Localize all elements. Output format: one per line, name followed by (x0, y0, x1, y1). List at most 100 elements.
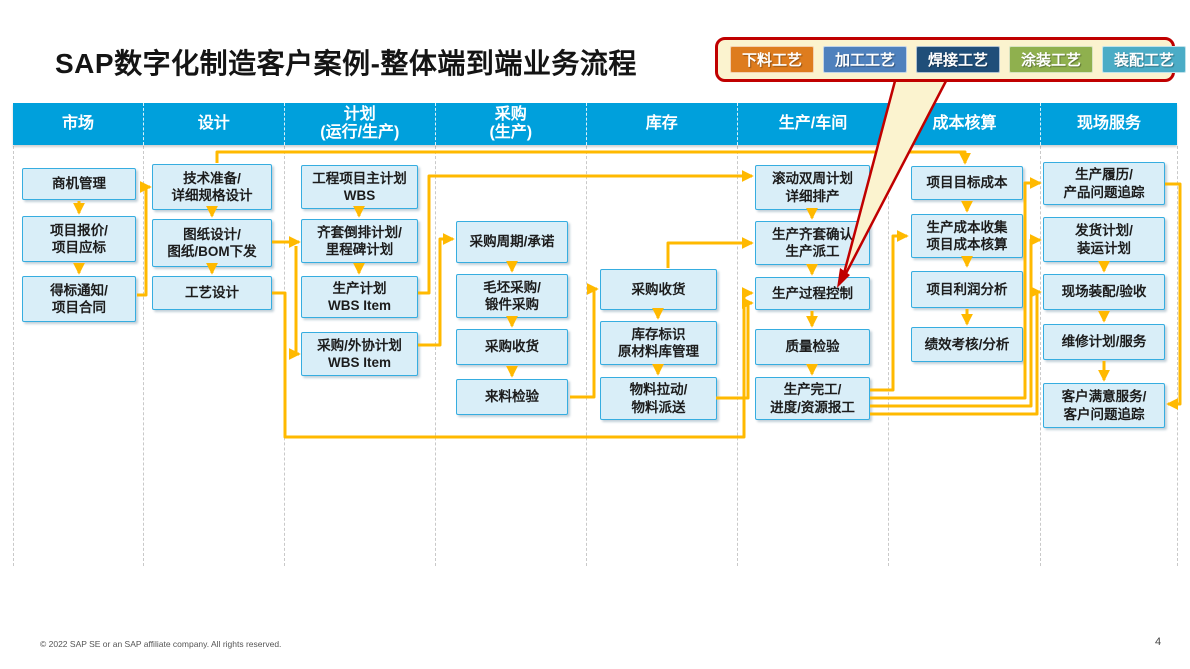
process-tag-label: 加工工艺 (834, 52, 895, 69)
process-box-label: 商机管理 (52, 176, 106, 192)
column-separator (1040, 146, 1041, 566)
process-box-label: 生产履历/ (1075, 167, 1133, 183)
flow-arrow (716, 297, 754, 400)
column-header: 设计 (143, 103, 284, 145)
column-header: 成本核算 (888, 103, 1040, 145)
column-header-label: (生产) (489, 124, 533, 141)
process-box-label: 生产完工/ (783, 382, 842, 398)
process-box-label: 库存标识 (631, 326, 686, 342)
process-box: 维修计划/服务 (1043, 324, 1165, 360)
process-box: 项目目标成本 (911, 166, 1023, 200)
column-header-label: 设计 (197, 115, 230, 133)
column-header-label: (运行/生产) (320, 124, 400, 141)
process-tag-label: 涂装工艺 (1020, 52, 1081, 69)
flow-arrow (288, 246, 301, 360)
process-box: 生产过程控制 (755, 277, 870, 310)
process-box-label: 项目报价/ (50, 222, 108, 238)
process-box-label: 产品问题追踪 (1063, 184, 1145, 200)
page-title: SAP数字化制造客户案例-整体端到端业务流程 (55, 48, 637, 79)
column-header: 市场 (13, 103, 143, 145)
column-header-label: 成本核算 (932, 115, 997, 133)
process-box: 质量检验 (755, 329, 870, 365)
process-box-label: 项目目标成本 (926, 175, 1008, 191)
process-tag: 下料工艺 (730, 46, 814, 73)
column-header: 生产/车间 (737, 103, 888, 145)
process-box-label: 图纸设计/ (183, 226, 241, 242)
process-box-label: 滚动双周计划 (772, 171, 853, 187)
process-box: 生产成本收集项目成本核算 (911, 214, 1023, 258)
flow-arrow (870, 234, 1042, 408)
column-header-label: 采购 (494, 106, 527, 124)
process-tag-label: 焊接工艺 (927, 52, 988, 69)
process-tag-label: 下料工艺 (741, 52, 802, 69)
process-box: 得标通知/项目合同 (22, 276, 136, 322)
process-box-label: 技术准备/ (183, 170, 241, 186)
process-tag: 焊接工艺 (916, 46, 1000, 73)
column-separator (585, 146, 587, 566)
process-box: 客户满意服务/客户问题追踪 (1043, 383, 1165, 428)
process-box-label: 客户问题追踪 (1063, 406, 1145, 422)
process-box-label: 生产过程控制 (772, 285, 853, 301)
column-header: 计划(运行/生产) (283, 103, 435, 145)
process-box: 来料检验 (456, 379, 568, 415)
process-box: 工程项目主计划 WBS (301, 165, 418, 209)
process-box-label: 项目成本核算 (926, 237, 1008, 252)
process-box-label: 原材料库管理 (618, 344, 699, 359)
process-box-label: 质量检验 (785, 339, 840, 355)
process-box-label: 工程项目主计划 (312, 170, 407, 186)
process-box-label: 采购周期/承诺 (469, 234, 555, 250)
process-box-label: WBS (343, 188, 376, 203)
process-box: 技术准备/详细规格设计 (152, 164, 272, 210)
flow-arrow (215, 150, 971, 165)
process-box-label: 维修计划/服务 (1061, 334, 1147, 350)
process-box-label: 工艺设计 (185, 285, 239, 301)
process-box: 工艺设计 (152, 276, 272, 310)
process-box: 毛坯采购/锻件采购 (456, 274, 568, 318)
process-box-label: 项目合同 (52, 300, 106, 315)
process-box: 采购周期/承诺 (456, 221, 568, 263)
process-box-label: 生产齐套确认 (772, 226, 853, 242)
process-box-label: 物料派送 (631, 399, 686, 415)
process-tag: 涂装工艺 (1009, 46, 1093, 73)
page-number: 4 (1155, 636, 1162, 648)
process-box-label: 毛坯采购/ (483, 279, 541, 295)
process-box-label: 得标通知/ (50, 282, 108, 298)
column-header-label: 计划 (343, 106, 376, 124)
process-box: 生产完工/进度/资源报工 (755, 377, 870, 420)
process-box: 项目利润分析 (911, 271, 1023, 308)
process-box-label: 齐套倒排计划/ (317, 224, 402, 240)
process-box-label: 生产计划 (332, 280, 387, 296)
column-separator (1177, 146, 1178, 566)
process-box-label: 采购/外协计划 (317, 337, 402, 353)
process-box-label: 进度/资源报工 (770, 399, 855, 415)
process-box: 生产履历/产品问题追踪 (1043, 162, 1165, 205)
process-box-label: 里程碑计划 (325, 242, 394, 257)
column-header: 采购(生产) (435, 103, 586, 145)
process-box-label: 来料检验 (485, 389, 539, 405)
column-header-label: 库存 (645, 115, 678, 133)
flow-arrow (570, 283, 599, 399)
process-box-label: 绩效考核/分析 (924, 336, 1010, 352)
column-header-label: 市场 (61, 115, 94, 133)
column-separator (737, 146, 738, 566)
column-separator (143, 146, 144, 566)
process-box: 生产齐套确认生产派工 (755, 221, 870, 265)
column-separator (13, 146, 14, 566)
column-separator (283, 146, 285, 566)
process-tag-label: 装配工艺 (1113, 52, 1174, 69)
process-box-label: 现场装配/验收 (1061, 284, 1147, 300)
process-box-label: 发货计划/ (1075, 223, 1133, 239)
process-box: 发货计划/装运计划 (1043, 217, 1165, 262)
process-box: 采购收货 (600, 269, 717, 310)
process-box-label: 采购收货 (631, 281, 686, 297)
process-tag: 装配工艺 (1102, 46, 1186, 73)
column-header: 现场服务 (1040, 103, 1177, 145)
process-tags-callout: 下料工艺 加工工艺 焊接工艺 涂装工艺 装配工艺 (715, 37, 1186, 82)
process-box: 现场装配/验收 (1043, 274, 1165, 310)
process-box: 物料拉动/物料派送 (600, 377, 717, 420)
column-separator (888, 146, 889, 566)
column-separator (435, 146, 436, 566)
process-box-label: WBS Item (327, 355, 391, 370)
